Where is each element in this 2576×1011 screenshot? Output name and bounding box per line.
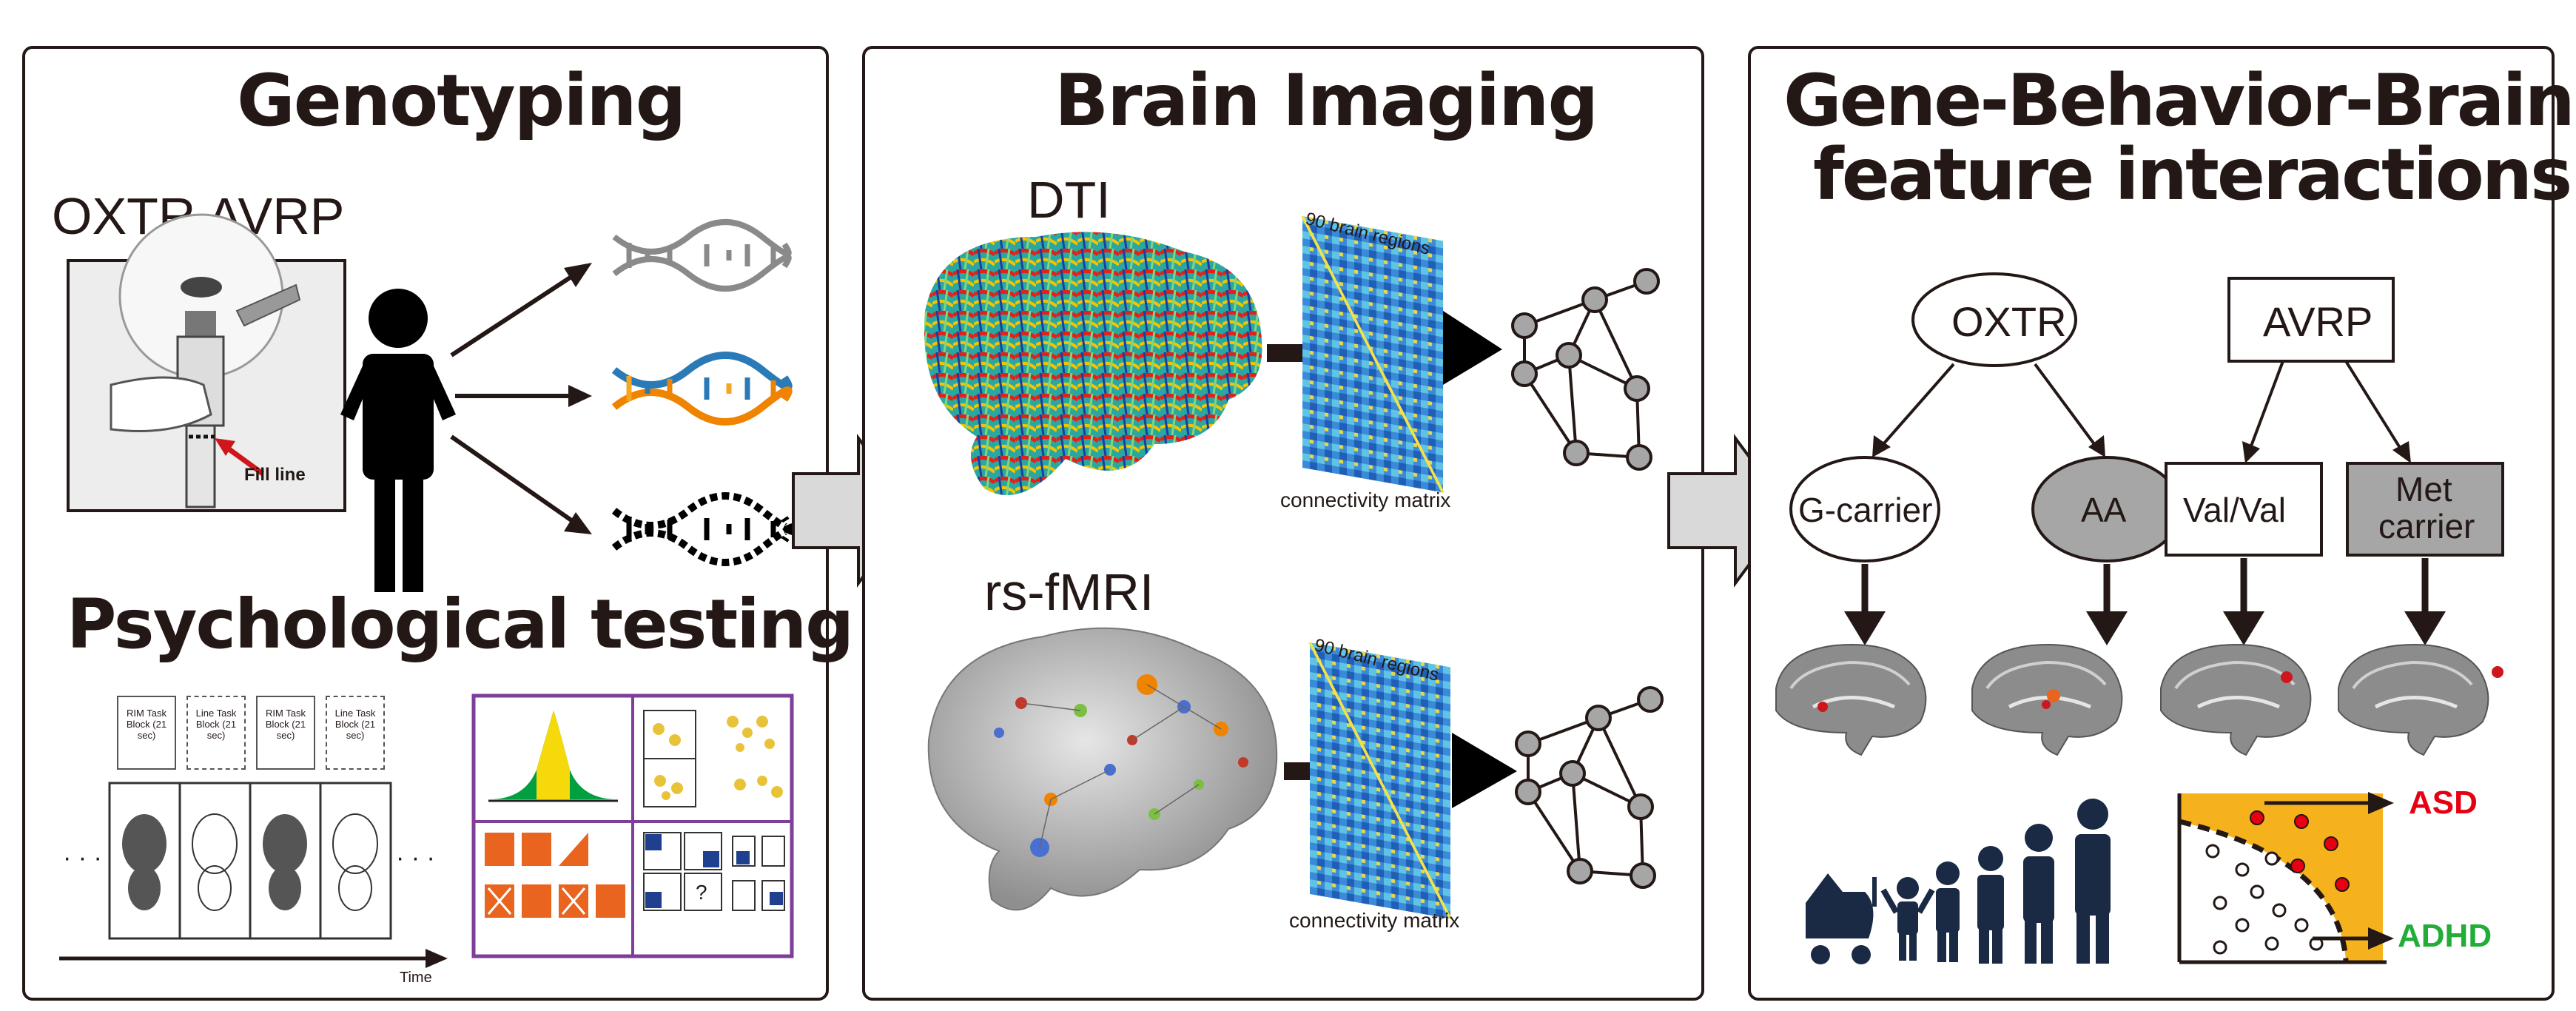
- brain-imaging-panel: [862, 46, 1704, 1001]
- task-block-2: Line Task Block (21 sec): [186, 696, 246, 770]
- avrp-node: AVRP: [2263, 298, 2373, 345]
- ellipsis-right: · · ·: [396, 844, 435, 872]
- asd-label: ASD: [2409, 785, 2478, 821]
- interactions-title-line2: feature interactions: [1813, 133, 2572, 216]
- oxtr-node: OXTR: [1951, 298, 2067, 345]
- ellipsis-left: · · ·: [63, 844, 102, 872]
- interactions-title-line1: Gene-Behavior-Brain: [1783, 59, 2575, 142]
- rsfmri-label: rs-fMRI: [984, 563, 1154, 621]
- met-carrier-line1: Met: [2395, 470, 2452, 508]
- brain-imaging-title: Brain Imaging: [1055, 59, 1598, 142]
- val-val-node: Val/Val: [2183, 491, 2286, 529]
- psych-testing-title: Psychological testing: [67, 585, 854, 664]
- fill-line-label: Fill line: [244, 465, 306, 485]
- quiz-question-mark: ?: [696, 881, 707, 904]
- matrix-label-bottom: connectivity matrix: [1289, 909, 1460, 932]
- met-carrier-line2: carrier: [2378, 507, 2475, 545]
- adhd-label: ADHD: [2398, 918, 2492, 954]
- task-block-3: RIM Task Block (21 sec): [256, 696, 315, 770]
- matrix-label-top: connectivity matrix: [1280, 488, 1451, 511]
- genotyping-title: Genotyping: [237, 59, 686, 142]
- task-block-1: RIM Task Block (21 sec): [117, 696, 176, 770]
- time-label: Time: [400, 970, 432, 986]
- g-carrier-node: G-carrier: [1798, 491, 1933, 529]
- dti-label: DTI: [1027, 171, 1111, 229]
- task-block-4: Line Task Block (21 sec): [326, 696, 385, 770]
- aa-node: AA: [2081, 491, 2127, 529]
- genes-label: OXTR AVRP: [52, 187, 345, 245]
